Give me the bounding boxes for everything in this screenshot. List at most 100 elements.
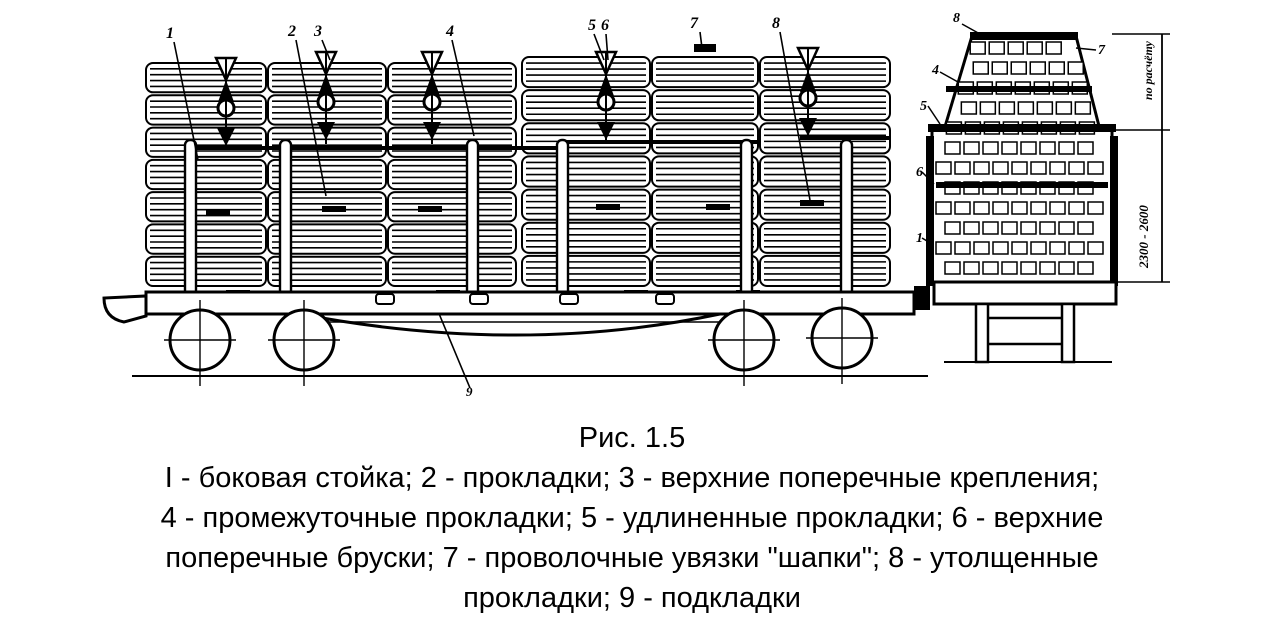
side-view-timber-stack	[145, 56, 891, 296]
spacer-bar	[596, 204, 620, 210]
log-end	[1029, 61, 1047, 75]
callout-leader	[1075, 47, 1097, 51]
timber-bundle	[759, 254, 891, 288]
log-end	[1036, 101, 1054, 115]
stanchion	[183, 138, 198, 302]
log-end	[969, 41, 986, 55]
log-end	[1087, 201, 1104, 215]
timber-bundle	[267, 223, 387, 255]
log-end	[1068, 161, 1085, 175]
spacer-bar	[322, 206, 346, 212]
log-end	[1087, 161, 1104, 175]
log-end	[1011, 201, 1028, 215]
log-end	[1087, 241, 1104, 255]
spacer-bar	[706, 204, 730, 210]
timber-bundle	[387, 94, 517, 126]
log-end	[1030, 241, 1047, 255]
log-end	[1039, 141, 1056, 155]
log-end	[1068, 241, 1085, 255]
log-end	[935, 201, 952, 215]
end-truck-leg	[1060, 302, 1076, 364]
callout-leader	[921, 171, 935, 185]
callout-leader	[295, 39, 327, 197]
log-end	[944, 261, 961, 275]
log-end	[982, 261, 999, 275]
timber-bundle	[145, 223, 267, 255]
side-view-stanchions	[183, 138, 854, 302]
timber-bundle	[387, 158, 517, 191]
timber-bundle	[759, 188, 891, 221]
callout-leader	[699, 31, 703, 49]
dimension-body-height: 2300 - 2600	[1136, 205, 1151, 269]
timber-bundle	[759, 89, 891, 122]
log-end	[973, 161, 990, 175]
log-end	[1058, 261, 1075, 275]
timber-bundle	[651, 254, 759, 288]
end-truck-leg	[974, 302, 990, 364]
log-end	[1055, 101, 1073, 115]
bolster-pad	[375, 293, 395, 305]
timber-bundle	[521, 188, 651, 221]
top-cross-bar	[694, 44, 716, 52]
timber-bundle	[145, 255, 267, 288]
intermediate-spacer	[470, 146, 560, 150]
log-end	[1030, 201, 1047, 215]
log-end	[992, 201, 1009, 215]
callout-leader	[961, 23, 981, 35]
log-end	[954, 241, 971, 255]
timber-bundle	[759, 155, 891, 188]
spacer-bar	[206, 210, 230, 216]
log-end	[1077, 221, 1094, 235]
log-end	[1011, 241, 1028, 255]
callout-8-end: 8	[953, 11, 960, 26]
log-end	[992, 161, 1009, 175]
log-end	[992, 241, 1009, 255]
callout-2-side: 2	[287, 23, 296, 40]
log-end	[1030, 161, 1047, 175]
callout-4-end: 4	[931, 63, 939, 78]
log-end	[1026, 41, 1043, 55]
log-end	[963, 141, 980, 155]
timber-bundle	[145, 191, 267, 223]
stanchion	[739, 138, 754, 302]
log-end	[1011, 161, 1028, 175]
figure-caption-line: поперечные бруски; 7 - проволочные увязк…	[165, 542, 1099, 574]
callout-leader	[927, 105, 941, 125]
figure-caption-line: прокладки; 9 - подкладки	[463, 582, 801, 614]
bolster-pad	[559, 293, 579, 305]
log-end	[963, 221, 980, 235]
callout-5-side: 5	[588, 17, 596, 34]
log-end	[1049, 241, 1066, 255]
side-view-top-ties	[173, 31, 820, 389]
timber-bundle	[267, 255, 387, 288]
figure-caption-line: 4 - промежуточные прокладки; 5 - удлинен…	[160, 502, 1104, 534]
figure-title: Рис. 1.5	[578, 422, 686, 454]
log-end	[935, 241, 952, 255]
log-end	[973, 241, 990, 255]
log-end	[1049, 161, 1066, 175]
side-view-railcar	[102, 286, 930, 386]
callout-9-side: 9	[466, 384, 473, 399]
log-end	[1068, 201, 1085, 215]
log-end	[1007, 41, 1024, 55]
timber-bundle	[387, 62, 517, 94]
log-end	[991, 61, 1009, 75]
figure-caption-line: I - боковая стойка; 2 - прокладки; 3 - в…	[164, 462, 1100, 494]
log-end	[1077, 141, 1094, 155]
log-end	[998, 101, 1016, 115]
callout-leader	[451, 39, 475, 137]
timber-bundle	[651, 122, 759, 155]
log-end	[988, 41, 1005, 55]
log-end	[982, 141, 999, 155]
timber-bundle	[521, 221, 651, 254]
spacer-bar	[418, 206, 442, 212]
log-end	[1017, 101, 1035, 115]
end-stanchion-right	[1110, 136, 1118, 286]
callout-1-side: 1	[166, 25, 174, 42]
timber-bundle	[521, 89, 651, 122]
log-end	[1049, 201, 1066, 215]
log-end	[1010, 61, 1028, 75]
timber-bundle	[651, 89, 759, 122]
timber-bundle	[651, 221, 759, 254]
log-end	[1074, 101, 1092, 115]
